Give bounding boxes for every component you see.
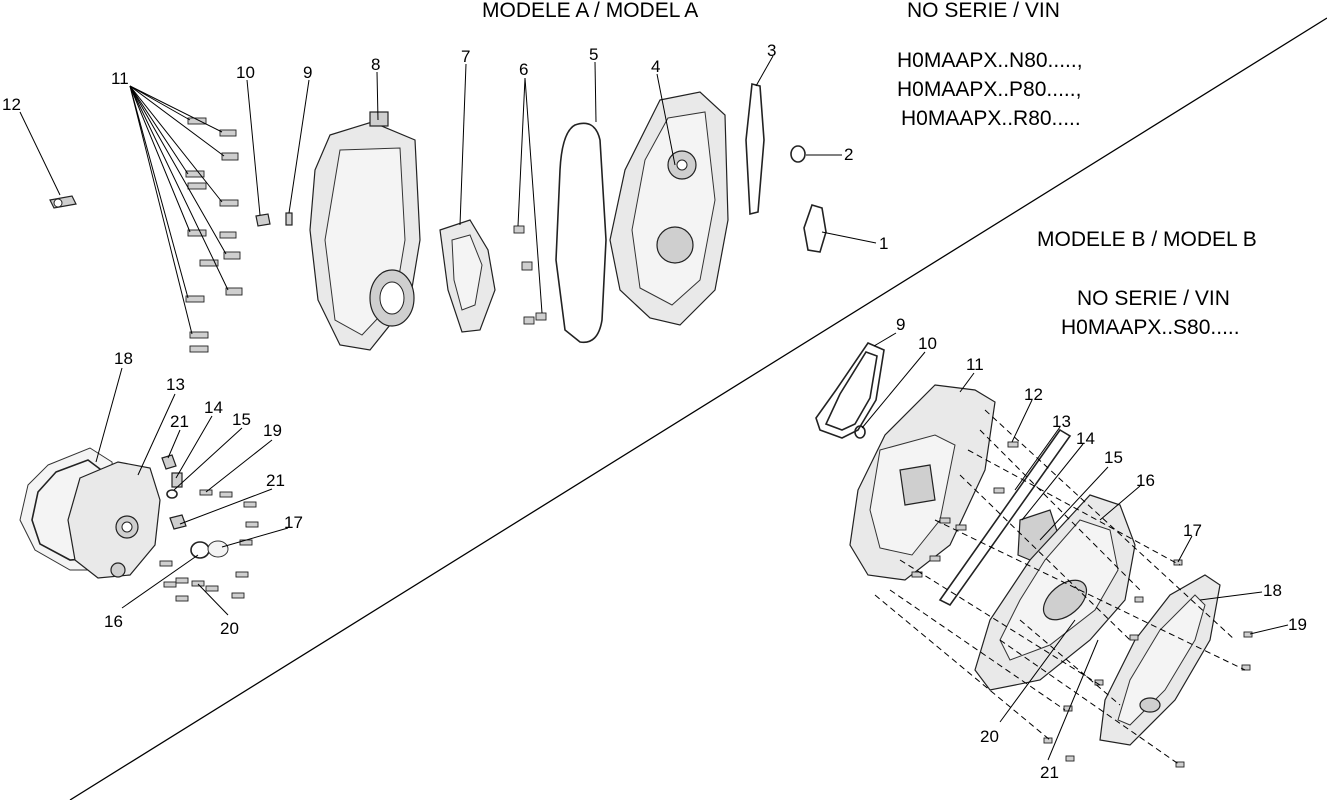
callout-b-10: 10	[918, 334, 937, 353]
callout-b-12: 12	[1024, 385, 1043, 404]
callout-a-5: 5	[589, 45, 598, 64]
part-19-20-bolts	[159, 489, 259, 602]
part-16-o-ring	[190, 541, 210, 559]
model-b-vin-label: NO SERIE / VIN	[1077, 287, 1230, 310]
diagonal-divider	[69, 17, 1327, 800]
callout-ll-19: 19	[263, 421, 282, 440]
callout-ll-21a: 21	[170, 412, 189, 431]
model-a-vin-line-2: H0MAAPX..P80.....,	[897, 78, 1081, 101]
lower-left-callouts: 13 14 15 16 17 18 19 20 21 21	[104, 349, 303, 638]
callout-b-19: 19	[1288, 615, 1307, 634]
model-b-leaders	[861, 332, 1289, 761]
part-b16-cover	[974, 494, 1136, 691]
model-b-dashed-lines	[874, 409, 1246, 766]
callout-b-14: 14	[1076, 429, 1095, 448]
part-b13-gasket	[938, 428, 1072, 607]
part-11-bolts	[185, 117, 243, 353]
callout-ll-15: 15	[232, 410, 251, 429]
callout-ll-21b: 21	[266, 471, 285, 490]
model-a-leaders	[19, 55, 877, 335]
part-3-gasket	[745, 83, 765, 216]
callout-a-4: 4	[651, 57, 660, 76]
part-15-ring	[166, 489, 178, 499]
part-21-bracket-lower	[169, 514, 187, 530]
callout-a-7: 7	[461, 47, 470, 66]
callout-b-9: 9	[896, 315, 905, 334]
model-b-parts	[815, 342, 1253, 768]
part-5-seal	[555, 122, 607, 344]
part-14-fitting	[171, 472, 183, 488]
callout-ll-18: 18	[114, 349, 133, 368]
callout-ll-13: 13	[166, 375, 185, 394]
callout-ll-16: 16	[104, 612, 123, 631]
part-9-pin	[285, 212, 293, 226]
part-10-plug	[255, 213, 271, 227]
callout-ll-17: 17	[284, 513, 303, 532]
callout-a-1: 1	[879, 234, 888, 253]
part-13-housing	[67, 461, 161, 579]
part-4-inner-cover	[609, 91, 729, 326]
lower-left-assembly	[19, 447, 259, 602]
part-12-clip	[49, 195, 77, 209]
callout-a-3: 3	[767, 41, 776, 60]
model-a-title: MODELE A / MODEL A	[482, 0, 698, 22]
callout-b-18: 18	[1263, 581, 1282, 600]
part-b10-ring	[854, 425, 866, 439]
part-2-o-ring	[790, 145, 806, 163]
part-b11-housing	[849, 384, 996, 581]
model-a-vin-line-3: H0MAAPX..R80.....	[901, 107, 1081, 130]
callout-b-17: 17	[1183, 521, 1202, 540]
callout-a-6: 6	[519, 60, 528, 79]
model-a-vin-label: NO SERIE / VIN	[907, 0, 1060, 22]
callout-b-21: 21	[1040, 763, 1059, 782]
part-7-air-duct	[439, 219, 496, 333]
callout-b-20: 20	[980, 727, 999, 746]
model-a-vin-line-1: H0MAAPX..N80.....,	[897, 49, 1083, 72]
part-6-bolts	[513, 225, 547, 325]
callout-a-10: 10	[236, 63, 255, 82]
callout-a-12: 12	[2, 95, 21, 114]
part-b18-outer-cover	[1099, 574, 1221, 746]
callout-a-11: 11	[111, 69, 129, 88]
part-b9-gasket	[815, 342, 885, 439]
part-8-outer-cover	[309, 111, 421, 351]
part-1-flange-seal	[803, 204, 827, 253]
callout-b-15: 15	[1104, 448, 1123, 467]
model-b-title: MODELE B / MODEL B	[1037, 228, 1257, 251]
callout-b-13: 13	[1052, 412, 1071, 431]
callout-a-8: 8	[371, 55, 380, 74]
model-b-vin-line-1: H0MAAPX..S80.....	[1061, 316, 1240, 339]
model-a-parts	[49, 83, 827, 353]
callout-b-16: 16	[1136, 471, 1155, 490]
callout-ll-14: 14	[204, 398, 223, 417]
model-a-callouts: 1 2 3 4 5 6 7 8 9 10 11 12	[2, 41, 888, 253]
part-b-bolts	[911, 441, 1253, 768]
callout-ll-20: 20	[220, 619, 239, 638]
part-17-washer	[207, 540, 229, 558]
lower-left-leaders	[95, 367, 289, 616]
callout-a-9: 9	[303, 63, 312, 82]
part-21-bracket-top	[161, 454, 177, 470]
callout-a-2: 2	[844, 145, 853, 164]
callout-b-11: 11	[966, 355, 984, 374]
model-b-callouts: 9 10 11 12 13 14 15 16 17 18 19 20 21	[896, 315, 1307, 782]
